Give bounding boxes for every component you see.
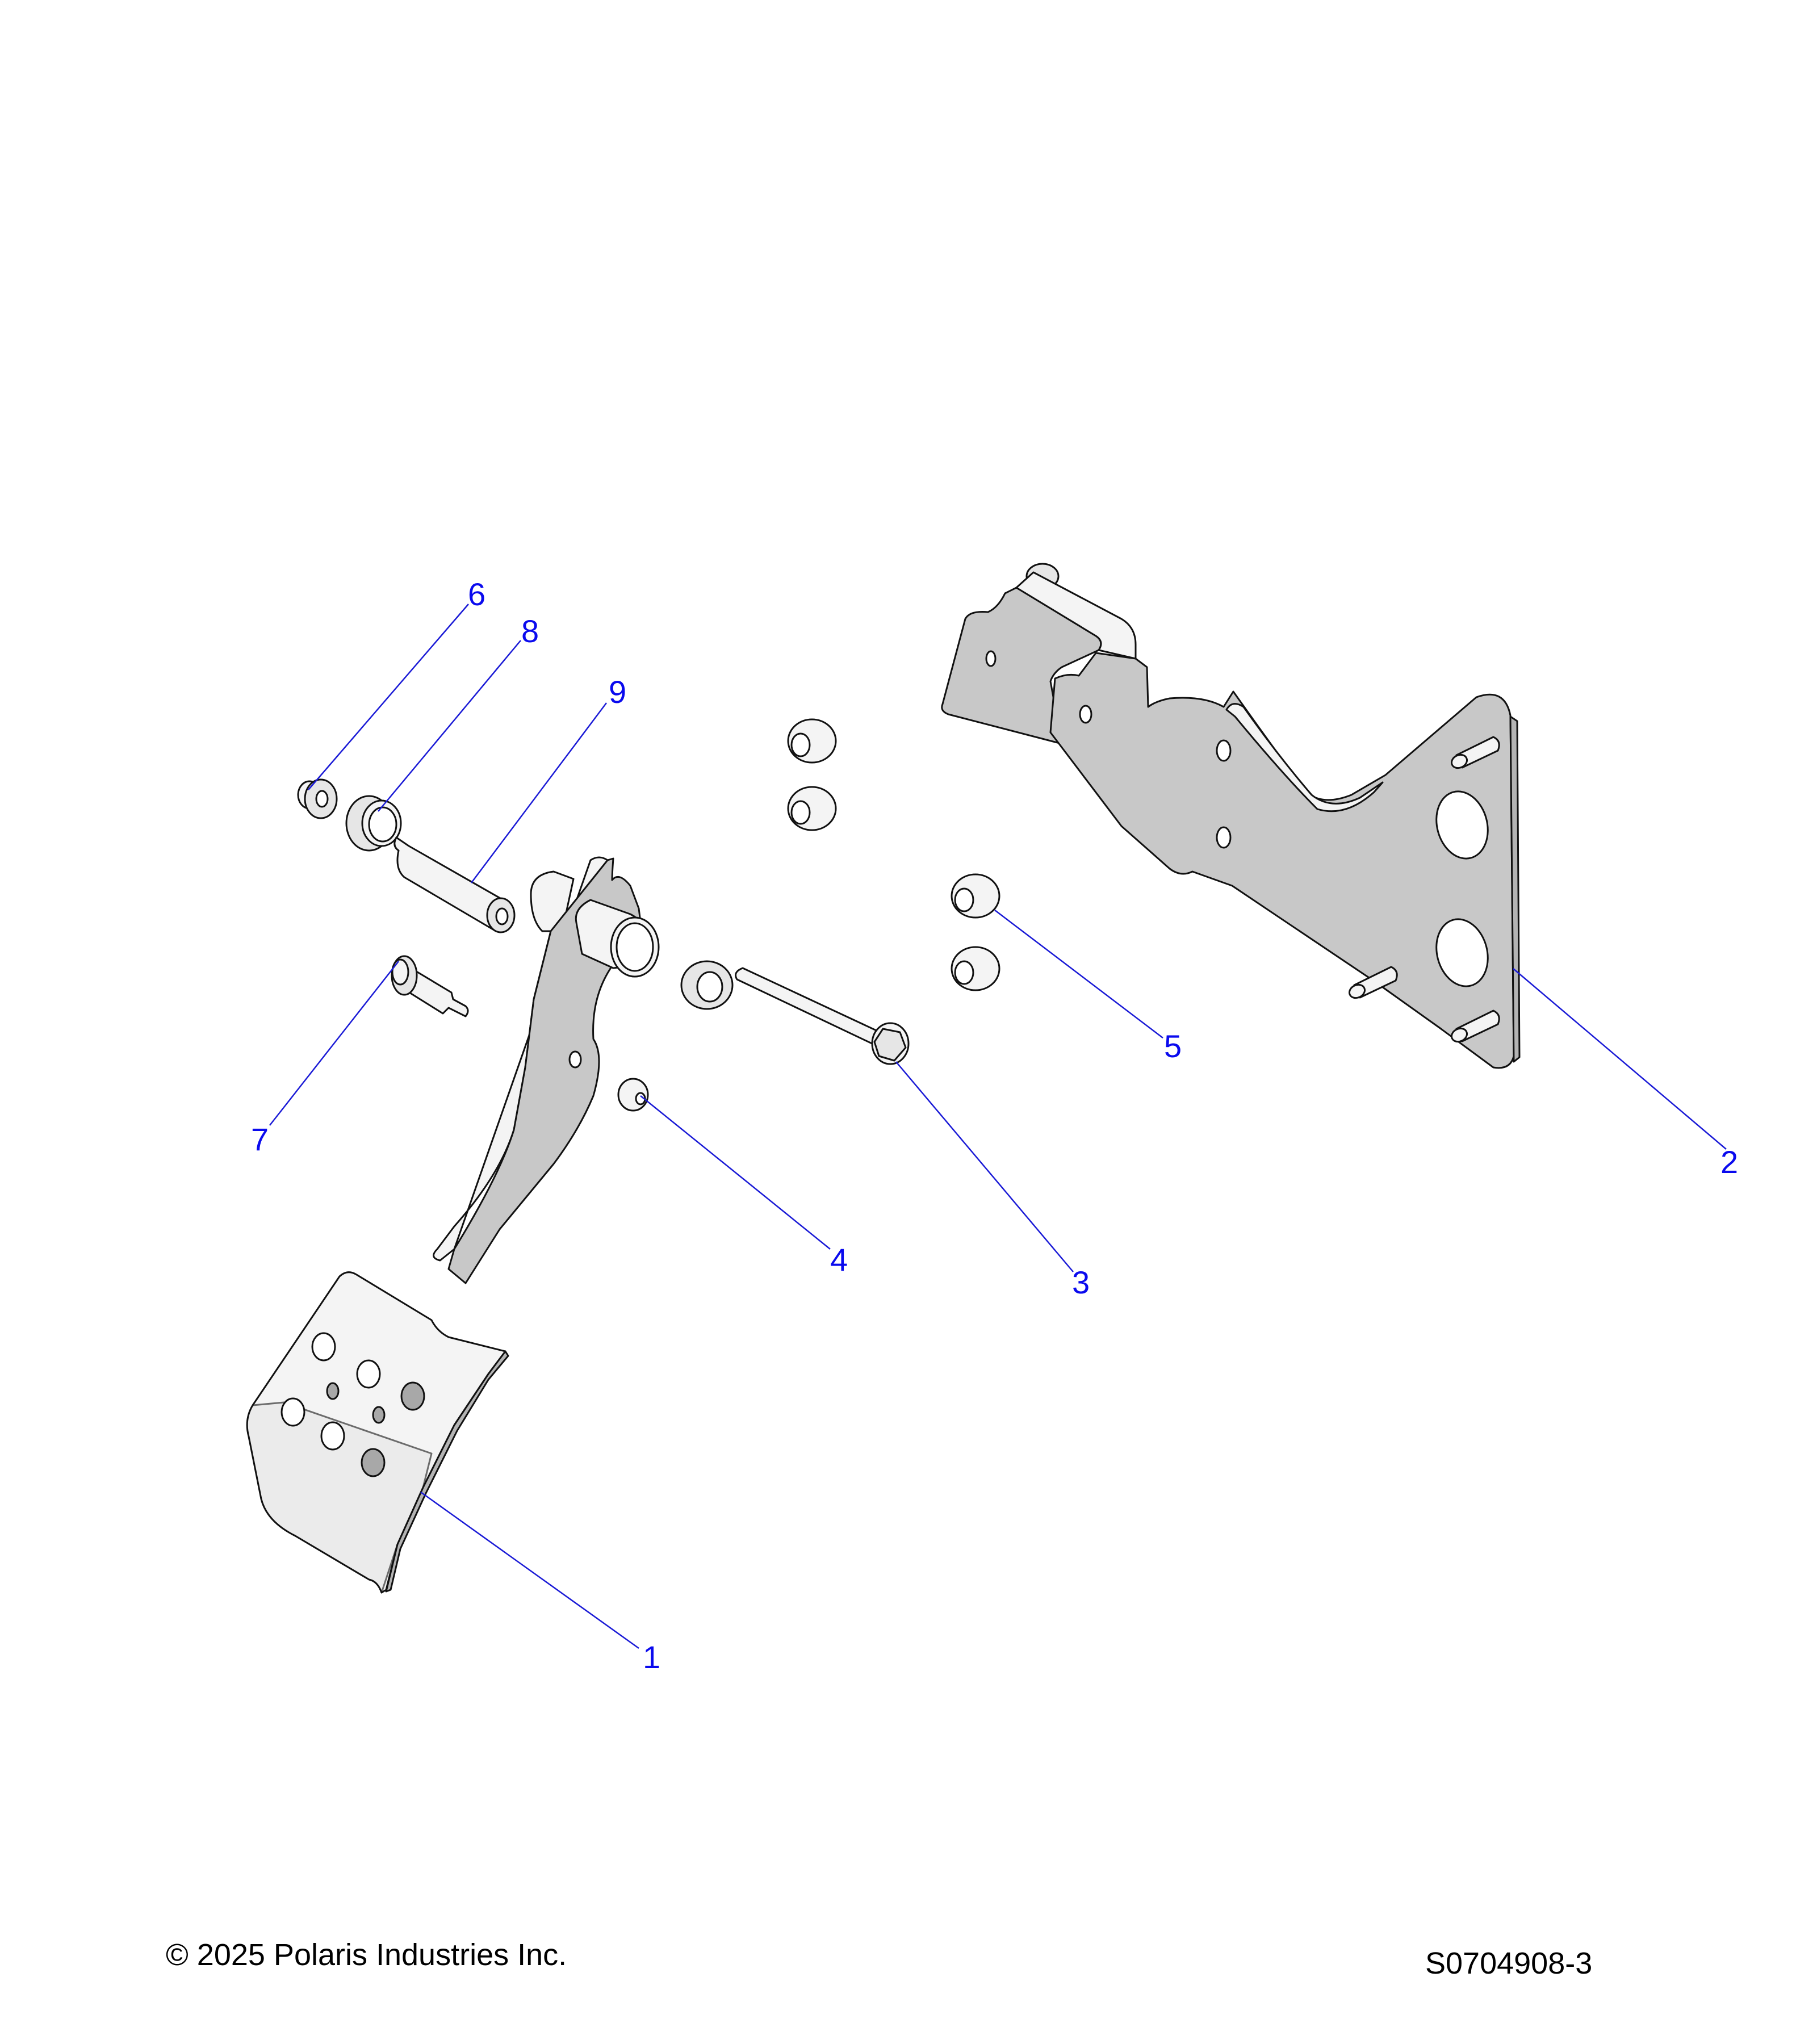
flange-bushing <box>680 960 734 1010</box>
callouts: 1 2 3 4 5 6 7 8 9 <box>251 576 1738 1675</box>
callout-2[interactable]: 2 <box>1720 1144 1738 1180</box>
drawing-number: S0704908-3 <box>1425 1946 1593 1980</box>
stud <box>1348 966 1398 999</box>
flange-bolt-part-3 <box>735 967 910 1065</box>
callout-1[interactable]: 1 <box>643 1639 660 1675</box>
leader-line-5 <box>994 910 1163 1038</box>
callout-8[interactable]: 8 <box>521 613 539 649</box>
flange-bushing-part-8 <box>345 795 402 852</box>
stud <box>1450 1010 1500 1043</box>
callout-4[interactable]: 4 <box>830 1242 848 1278</box>
copyright-notice: © 2025 Polaris Industries Inc. <box>166 1938 567 1972</box>
flange-nut <box>787 718 837 764</box>
callout-7[interactable]: 7 <box>251 1121 269 1157</box>
leader-line-2 <box>1513 968 1727 1150</box>
leader-line-9 <box>471 702 607 883</box>
flange-nut <box>951 873 1000 919</box>
mounting-bracket-part-2 <box>941 563 1521 1069</box>
shoulder-bolt-part-7 <box>391 955 469 1017</box>
flange-nut <box>951 946 1000 991</box>
brake-pedal-part-1 <box>246 856 660 1594</box>
leader-line-1 <box>420 1491 639 1649</box>
small-bushing-part-6 <box>297 778 338 819</box>
leader-line-4 <box>640 1095 831 1250</box>
leader-line-8 <box>378 640 521 812</box>
flange-nuts-part-5 <box>787 718 1000 991</box>
stud <box>1450 736 1500 769</box>
callout-3[interactable]: 3 <box>1072 1264 1090 1300</box>
small-flange-nut-part-4 <box>617 1078 649 1112</box>
sleeve-tube-part-9 <box>393 836 516 933</box>
leader-line-6 <box>308 604 469 790</box>
callout-6[interactable]: 6 <box>468 576 485 612</box>
leader-line-3 <box>895 1061 1074 1272</box>
callout-5[interactable]: 5 <box>1164 1028 1182 1064</box>
callout-9[interactable]: 9 <box>609 674 626 710</box>
leader-line-7 <box>269 961 399 1126</box>
flange-nut <box>787 786 837 831</box>
